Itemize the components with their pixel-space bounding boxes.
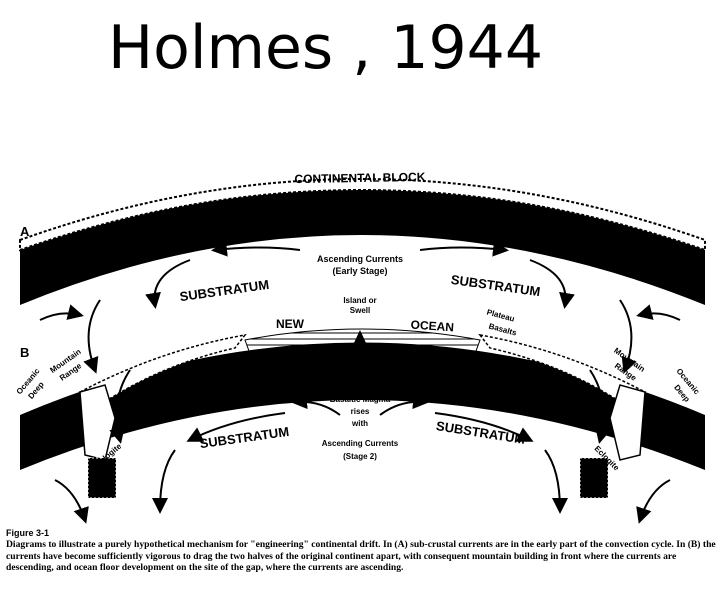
panel-a-letter: A (20, 224, 30, 239)
substratum-a-left: SUBSTRATUM (179, 277, 270, 304)
figure-number: Figure 3-1 (6, 528, 50, 538)
handwritten-title: Holmes , 1944 (108, 13, 543, 83)
currents-a (39, 240, 681, 374)
figure-caption: Figure 3-1 Diagrams to illustrate a pure… (6, 528, 721, 574)
continental-block-layer (19, 178, 706, 252)
magma-label-5: (Stage 2) (343, 452, 377, 461)
early-stage-label: (Early Stage) (332, 266, 387, 276)
eclogite-right-block (579, 457, 609, 499)
swell-label: Swell (350, 306, 370, 315)
mountain-range-right (609, 384, 646, 461)
magma-label-2: rises (351, 407, 370, 416)
basalts-label: Basalts (488, 322, 518, 338)
continental-block-label: CONTINENTAL BLOCK (294, 170, 425, 186)
ascending-currents-label: Ascending Currents (317, 254, 403, 264)
new-label: NEW (276, 317, 305, 331)
new-ocean-floor (244, 328, 481, 396)
caption-text: Diagrams to illustrate a purely hypothet… (6, 539, 716, 574)
magma-label-1: Basaltic Magma (330, 395, 391, 404)
island-swell-mark (353, 330, 367, 345)
ocean-label: OCEAN (410, 318, 454, 335)
magma-label-4: Ascending Currents (322, 439, 399, 448)
crust-band-a (20, 190, 705, 305)
panel-b-letter: B (20, 345, 29, 360)
crust-band-b (20, 342, 705, 470)
island-label: Island or (343, 296, 376, 305)
currents-b (54, 369, 671, 524)
substratum-a-right: SUBSTRATUM (450, 272, 541, 299)
substratum-b-left: SUBSTRATUM (199, 424, 290, 451)
panel-b: B Island or Swell NEW OCEAN Plateau Basa… (15, 296, 705, 524)
eclogite-left-block (87, 457, 117, 499)
magma-label-3: with (351, 419, 368, 428)
